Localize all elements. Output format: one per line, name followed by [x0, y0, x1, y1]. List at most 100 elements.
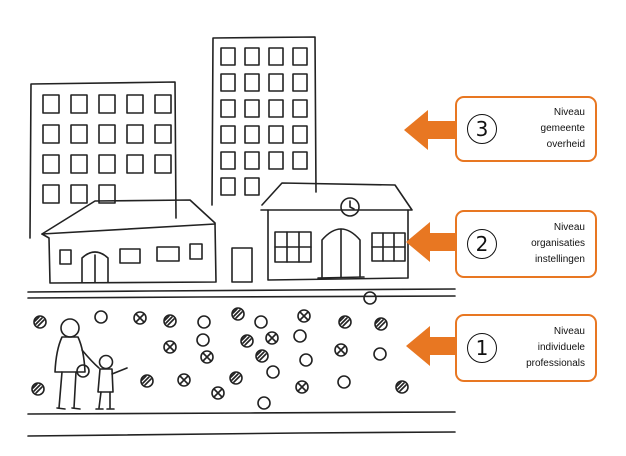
person-dot	[255, 349, 269, 363]
window	[292, 125, 308, 144]
person-dot	[31, 382, 45, 396]
person-dot	[33, 315, 47, 329]
person-dot	[140, 374, 154, 388]
street-bottom-edge-line	[27, 431, 456, 437]
center-tower-building	[211, 36, 317, 206]
street-bottom-line	[27, 411, 456, 415]
window	[220, 47, 236, 66]
level-3-number: 3	[467, 114, 497, 144]
person-dot	[196, 333, 210, 347]
orange-left-arrow-icon-level1	[406, 326, 458, 366]
window	[268, 151, 284, 170]
person-dot	[177, 373, 191, 387]
person-dot	[265, 331, 279, 345]
level-3-line-2: gemeente	[540, 123, 585, 134]
window	[126, 94, 144, 114]
person-dot	[338, 315, 352, 329]
clock-icon	[340, 197, 360, 217]
window	[292, 151, 308, 170]
window	[268, 47, 284, 66]
sidewalk-edge-line	[27, 295, 456, 299]
person-dot	[229, 371, 243, 385]
person-dot	[200, 350, 214, 364]
adult-figure	[54, 318, 100, 410]
window	[292, 47, 308, 66]
window	[244, 73, 260, 92]
person-dot	[395, 380, 409, 394]
window	[220, 73, 236, 92]
people-dots	[31, 291, 409, 410]
window	[244, 177, 260, 196]
window	[98, 154, 116, 174]
person-dot	[163, 340, 177, 354]
window	[98, 94, 116, 114]
person-dot	[293, 329, 307, 343]
window	[70, 184, 88, 204]
window	[126, 154, 144, 174]
window	[70, 94, 88, 114]
window	[42, 154, 60, 174]
sidewalk-line	[27, 288, 456, 293]
person-dot	[197, 315, 211, 329]
level-3-line-3: overheid	[546, 139, 585, 150]
person-dot	[297, 309, 311, 323]
level-2-line-2: organisaties	[531, 238, 585, 249]
orange-left-arrow-icon-level3	[404, 110, 458, 150]
level-3-line-1: Niveau	[553, 107, 585, 118]
level-3-label: Niveau gemeente overheid	[541, 105, 585, 153]
level-2-box: 2 Niveau organisaties instellingen	[455, 210, 597, 278]
window	[154, 94, 172, 114]
window	[244, 125, 260, 144]
person-dot	[94, 310, 108, 324]
window	[70, 154, 88, 174]
window	[268, 125, 284, 144]
person-dot	[240, 334, 254, 348]
level-2-label: Niveau organisaties instellingen	[531, 220, 585, 268]
person-dot	[163, 314, 177, 328]
window	[268, 73, 284, 92]
town-hall-building	[260, 182, 413, 281]
window	[220, 125, 236, 144]
person-dot	[133, 311, 147, 325]
window	[244, 47, 260, 66]
level-3-box: 3 Niveau gemeente overheid	[455, 96, 597, 162]
window	[220, 177, 236, 196]
person-dot	[257, 396, 271, 410]
person-dot	[295, 380, 309, 394]
person-dot	[231, 307, 245, 321]
person-dot	[254, 315, 268, 329]
person-dot	[334, 343, 348, 357]
orange-left-arrow-icon-level2	[406, 222, 458, 262]
window	[220, 151, 236, 170]
level-1-box: 1 Niveau individuele professionals	[455, 314, 597, 382]
low-house	[41, 199, 253, 284]
level-1-label: Niveau individuele professionals	[526, 324, 585, 372]
window	[42, 184, 60, 204]
window	[154, 124, 172, 144]
window	[292, 99, 308, 118]
window	[126, 124, 144, 144]
window	[292, 73, 308, 92]
level-1-number: 1	[467, 333, 497, 363]
level-2-line-3: instellingen	[534, 254, 585, 265]
window	[244, 99, 260, 118]
window	[98, 184, 116, 204]
window	[70, 124, 88, 144]
level-1-line-1: Niveau	[553, 326, 585, 337]
left-apartment-building	[29, 81, 177, 239]
window	[154, 154, 172, 174]
person-dot	[299, 353, 313, 367]
person-dot	[266, 365, 280, 379]
window	[42, 94, 60, 114]
level-2-number: 2	[467, 229, 497, 259]
person-dot	[76, 364, 90, 378]
window	[42, 124, 60, 144]
level-1-line-3: professionals	[526, 358, 585, 369]
level-1-line-2: individuele	[537, 342, 585, 353]
person-dot	[373, 347, 387, 361]
window	[98, 124, 116, 144]
person-dot	[337, 375, 351, 389]
person-dot	[211, 386, 225, 400]
person-dot	[363, 291, 377, 305]
